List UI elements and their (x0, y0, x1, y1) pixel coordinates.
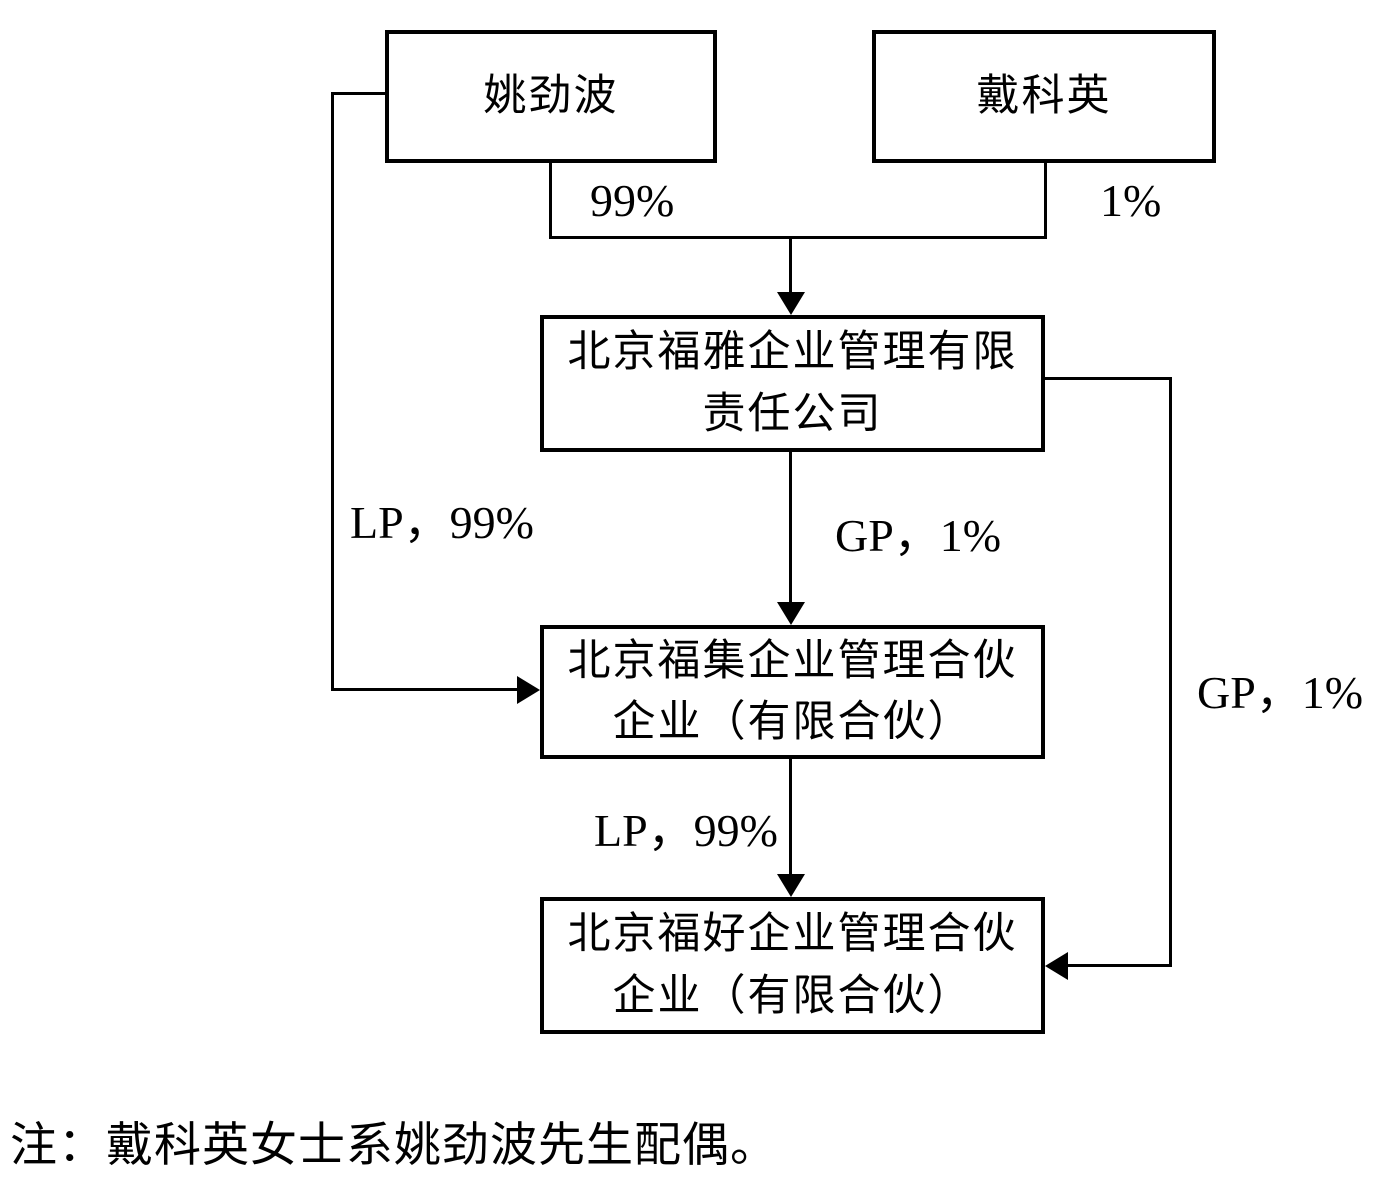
arrowhead-into-fuji-left (517, 676, 540, 704)
connector-lp-left-vertical (331, 92, 334, 691)
node-yao-jinbo: 姚劲波 (385, 30, 717, 163)
node-beijing-fuya: 北京福雅企业管理有限责任公司 (540, 315, 1045, 452)
edge-label-dai-1pct: 1% (1100, 175, 1162, 226)
node-yao-jinbo-label: 姚劲波 (483, 72, 619, 120)
connector-fuya-fuji-vertical (789, 452, 792, 603)
edge-label-gp-1pct-right: GP，1% (1197, 667, 1364, 718)
connector-yao-left-stub (331, 92, 385, 95)
arrowhead-into-fuhao-right (1045, 952, 1068, 980)
connector-lp-left-horizontal (331, 688, 517, 691)
node-beijing-fuji-label: 北京福集企业管理合伙企业（有限合伙） (567, 637, 1018, 746)
node-beijing-fuhao-label: 北京福好企业管理合伙企业（有限合伙） (567, 911, 1018, 1020)
connector-fuji-fuhao-vertical (789, 759, 792, 875)
arrowhead-into-fuya (777, 292, 805, 315)
connector-gp-right-top-horizontal (1045, 377, 1172, 380)
connector-gp-right-bottom-horizontal (1068, 964, 1172, 967)
connector-dai-down-stub (1044, 163, 1047, 239)
arrowhead-into-fuji-top (777, 602, 805, 625)
node-beijing-fuji: 北京福集企业管理合伙企业（有限合伙） (540, 625, 1045, 759)
connector-top-horizontal (549, 236, 1047, 239)
arrowhead-into-fuhao-top (777, 874, 805, 897)
connector-to-fuya-vertical (789, 236, 792, 294)
node-dai-keying-label: 戴科英 (976, 72, 1112, 120)
node-beijing-fuya-label: 北京福雅企业管理有限责任公司 (567, 329, 1018, 438)
connector-yao-down-stub (549, 163, 552, 239)
connector-gp-right-vertical (1169, 377, 1172, 967)
footnote: 注：戴科英女士系姚劲波先生配偶。 (10, 1120, 778, 1172)
edge-label-lp-99pct-middle: LP，99% (594, 805, 778, 856)
edge-label-lp-99pct-left: LP，99% (350, 497, 534, 548)
node-beijing-fuhao: 北京福好企业管理合伙企业（有限合伙） (540, 897, 1045, 1034)
node-dai-keying: 戴科英 (872, 30, 1216, 163)
edge-label-yao-99pct: 99% (590, 175, 675, 226)
edge-label-gp-1pct-middle: GP，1% (835, 510, 1002, 561)
